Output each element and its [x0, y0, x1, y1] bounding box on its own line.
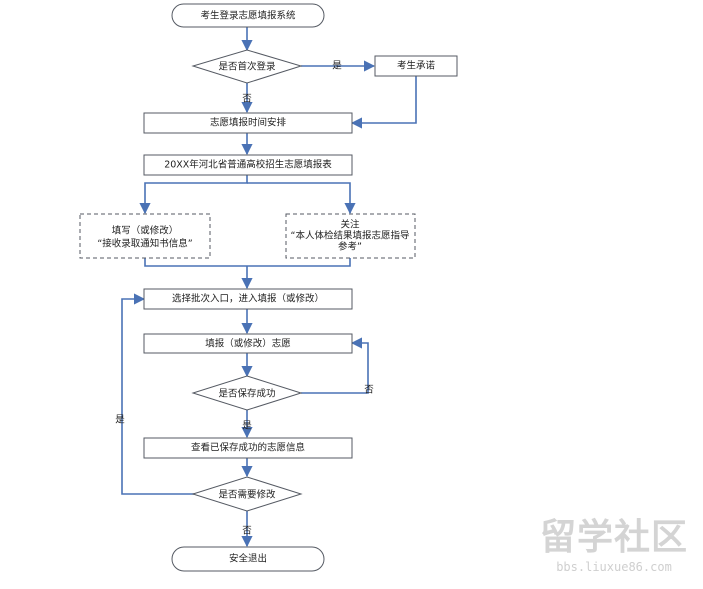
node-first-login: 是否首次登录	[191, 49, 303, 84]
label-no-first: 否	[242, 94, 252, 105]
node-select-batch-label: 选择批次入口，进入填报（或修改）	[172, 293, 324, 305]
node-form-label: 20XX年河北省普通高校招生志愿填报表	[164, 159, 332, 171]
node-fill-right: 关注 “本人体检结果填报志愿指导 参考”	[285, 213, 416, 259]
node-view-saved: 查看已保存成功的志愿信息	[143, 437, 353, 459]
node-schedule: 志愿填报时间安排	[143, 112, 353, 134]
watermark: 留学社区 bbs.liuxue86.com	[530, 518, 698, 584]
node-fill-right-line-1: 关注	[340, 219, 360, 231]
node-need-modify-label: 是否需要修改	[218, 489, 276, 501]
edge-save-fail-loop	[301, 337, 369, 394]
node-fill-right-line-3: 参考”	[338, 241, 362, 253]
node-exit: 安全退出	[171, 546, 325, 572]
node-first-login-label: 是否首次登录	[218, 61, 276, 73]
edge-need-modify-loop	[121, 293, 195, 495]
node-form: 20XX年河北省普通高校招生志愿填报表	[143, 154, 353, 176]
label-no-save: 否	[364, 385, 374, 396]
watermark-url: bbs.liuxue86.com	[556, 560, 672, 574]
node-fill-volunteer-label: 填报（或修改）志愿	[205, 338, 291, 350]
label-yes-modify: 是	[115, 415, 125, 426]
edge-promise-to-schedule	[350, 76, 417, 129]
node-exit-label: 安全退出	[229, 553, 267, 565]
node-promise-label: 考生承诺	[397, 60, 436, 72]
node-promise: 考生承诺	[374, 55, 458, 77]
edge-fill-left-merge	[144, 258, 247, 267]
node-fill-volunteer: 填报（或修改）志愿	[143, 333, 353, 354]
edge-fill-right-merge	[247, 258, 351, 267]
node-start: 考生登录志愿填报系统	[171, 3, 325, 28]
node-start-label: 考生登录志愿填报系统	[200, 10, 296, 22]
node-fill-right-line-2: “本人体检结果填报志愿指导	[291, 230, 410, 242]
node-view-saved-label: 查看已保存成功的志愿信息	[191, 442, 305, 454]
label-yes-promise: 是	[332, 61, 342, 72]
node-need-modify: 是否需要修改	[191, 476, 303, 512]
edge-form-to-fill-left	[139, 175, 248, 215]
node-save-success: 是否保存成功	[191, 375, 303, 411]
node-save-success-label: 是否保存成功	[218, 388, 275, 400]
watermark-logo: 留学社区	[539, 517, 688, 558]
label-yes-save: 是	[242, 421, 252, 432]
edge-form-to-fill-right	[247, 182, 356, 215]
edge-labels: 是 否 否 是 是 否	[115, 61, 374, 537]
node-fill-left-line-1: 填写（或修改）	[112, 225, 179, 237]
label-no-modify: 否	[242, 526, 252, 537]
node-fill-left: 填写（或修改） “接收录取通知书信息”	[79, 213, 211, 259]
edges	[121, 27, 417, 548]
node-select-batch: 选择批次入口，进入填报（或修改）	[143, 288, 353, 310]
node-schedule-label: 志愿填报时间安排	[210, 117, 287, 129]
node-fill-left-line-2: “接收录取通知书信息”	[97, 238, 192, 250]
